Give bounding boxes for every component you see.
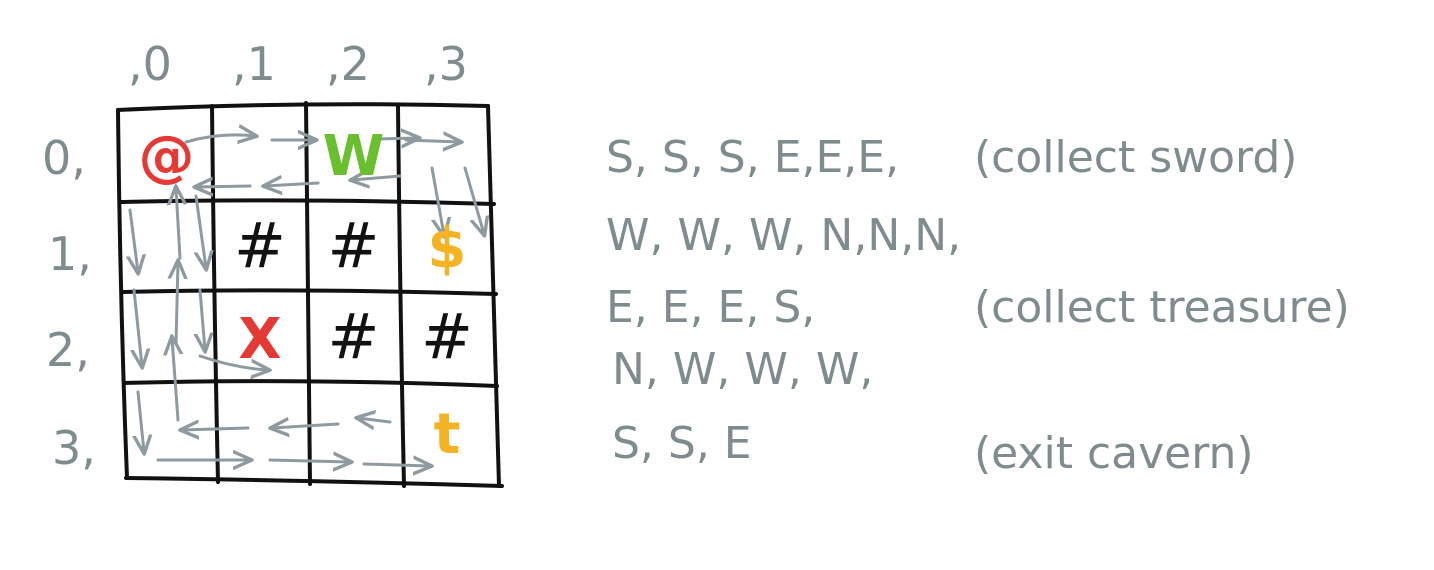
move-line-2: W, W, W, N,N,N,: [606, 210, 961, 261]
path-arrows: [130, 135, 484, 466]
path-arrow: [272, 424, 340, 428]
column-label-3: ,3: [424, 37, 468, 91]
path-arrow: [268, 460, 350, 462]
wall-marker: #: [328, 300, 380, 373]
path-arrow: [198, 354, 268, 370]
row-label-0: 0,: [42, 131, 86, 185]
trap-marker: X: [238, 307, 281, 372]
column-label-1: ,1: [232, 37, 276, 91]
move-line-1: S, S, S, E,E,E,: [606, 132, 899, 183]
path-arrow: [138, 390, 144, 452]
move-annotations: (collect sword) (collect treasure) (exit…: [974, 132, 1350, 479]
path-arrow: [184, 135, 255, 142]
sword-marker: W: [323, 124, 385, 189]
path-arrow: [196, 194, 206, 268]
path-arrow: [376, 138, 418, 139]
player-start-marker: @: [139, 124, 195, 189]
path-arrow: [196, 186, 252, 187]
grid-cells: @ W # # $ X # # t: [139, 124, 473, 467]
wall-marker: #: [234, 209, 286, 282]
exit-marker: t: [434, 402, 461, 467]
path-arrow: [362, 464, 430, 466]
path-arrow: [134, 288, 142, 366]
path-arrow: [265, 183, 320, 186]
path-arrow: [172, 338, 178, 422]
path-arrow: [182, 428, 250, 430]
path-arrow: [463, 166, 484, 234]
path-arrow: [130, 208, 138, 272]
path-arrow: [176, 262, 178, 346]
move-line-5: S, S, E: [612, 418, 752, 469]
column-label-2: ,2: [326, 37, 370, 91]
path-arrow: [200, 288, 205, 350]
row-label-1: 1,: [48, 227, 92, 281]
annotation-collect-treasure: (collect treasure): [974, 282, 1350, 333]
row-label-3: 3,: [52, 421, 96, 475]
move-line-3: E, E, E, S,: [606, 282, 815, 333]
column-labels: ,0 ,1 ,2 ,3: [128, 37, 468, 91]
row-labels: 0, 1, 2, 3,: [42, 131, 96, 475]
wall-marker: #: [328, 209, 380, 282]
path-arrow: [352, 176, 402, 180]
row-label-2: 2,: [46, 323, 90, 377]
path-arrow: [404, 140, 460, 142]
annotation-exit-cavern: (exit cavern): [974, 428, 1254, 479]
wall-marker: #: [421, 300, 473, 373]
column-label-0: ,0: [128, 37, 172, 91]
path-arrow: [176, 188, 180, 260]
move-line-4: N, W, W, W,: [612, 344, 873, 395]
annotation-collect-sword: (collect sword): [974, 132, 1297, 183]
path-arrow: [430, 166, 444, 235]
path-arrow: [358, 418, 392, 422]
treasure-marker: $: [428, 216, 467, 281]
move-instructions: S, S, S, E,E,E, W, W, W, N,N,N, E, E, E,…: [606, 132, 961, 469]
